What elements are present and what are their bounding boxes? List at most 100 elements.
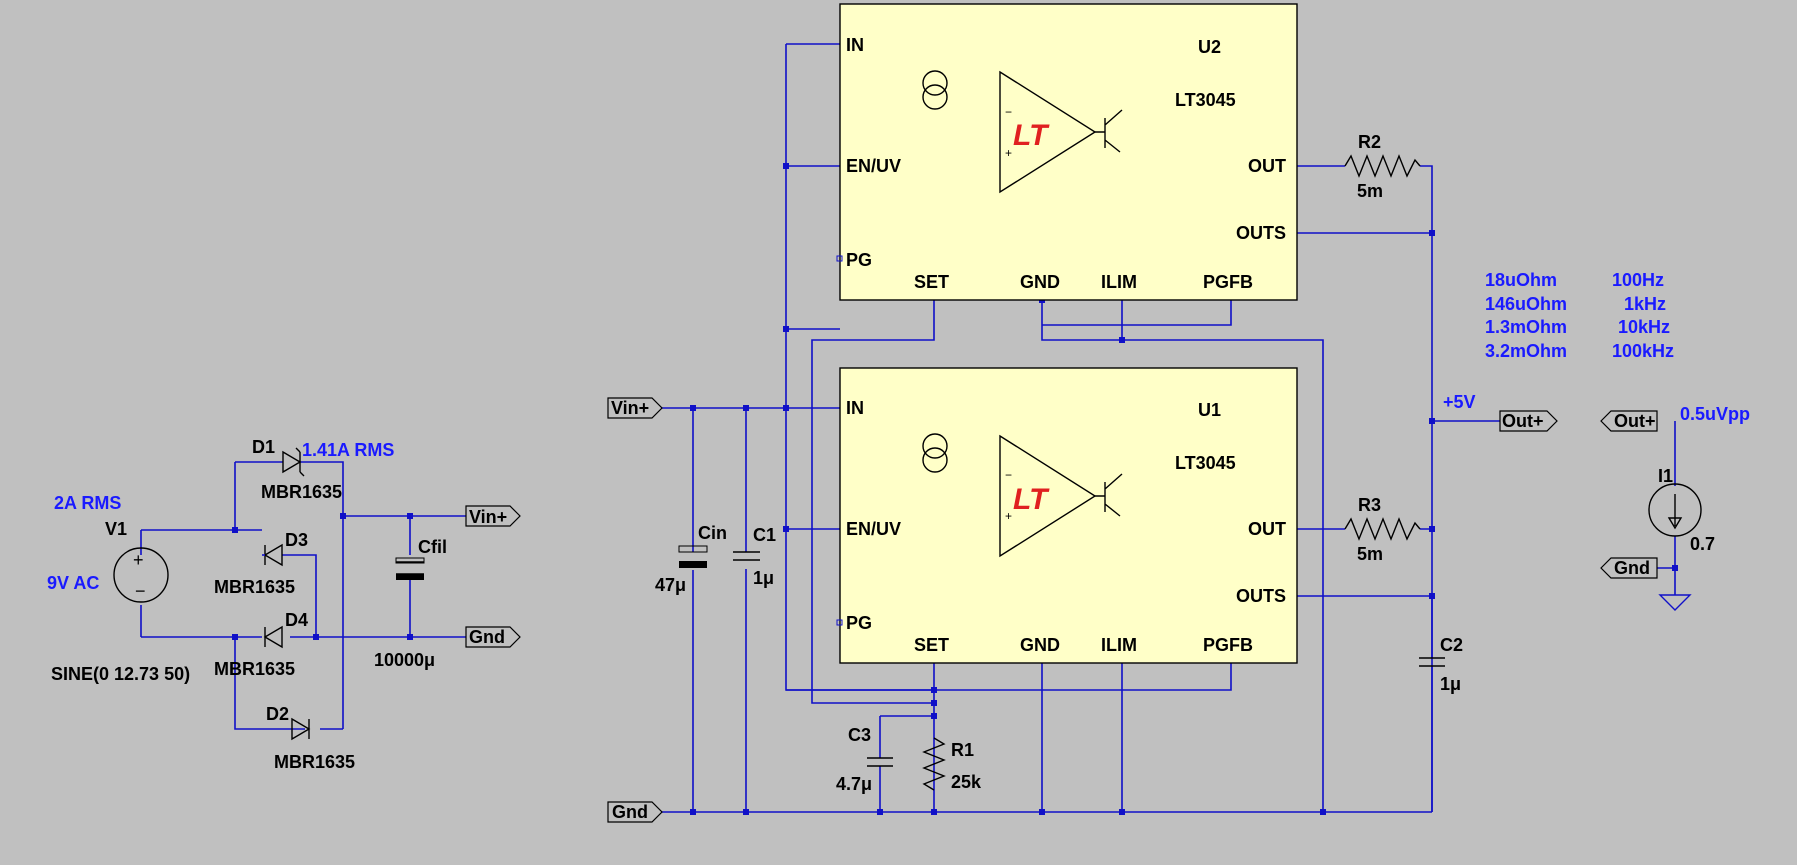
capacitor-c3[interactable]: C3 4.7μ <box>836 725 893 794</box>
diode-symbol <box>291 717 311 741</box>
ic-ref: U2 <box>1198 37 1221 57</box>
pin-outs-label: OUTS <box>1236 586 1286 606</box>
pin-pgfb-label: PGFB <box>1203 272 1253 292</box>
pin-en-label: EN/UV <box>846 519 901 539</box>
diode-d2[interactable]: D2 MBR1635 <box>266 704 355 772</box>
pin-in-label: IN <box>846 35 864 55</box>
current-source-symbol <box>922 70 948 110</box>
pin-out-label: OUT <box>1248 519 1286 539</box>
diode-part: MBR1635 <box>214 577 295 597</box>
cap-ref: Cfil <box>418 537 447 557</box>
resistor-ref: R3 <box>1358 495 1381 515</box>
impedance-row-2-f: 10kHz <box>1618 317 1670 337</box>
diode-part: MBR1635 <box>261 482 342 502</box>
svg-text:Vin+: Vin+ <box>611 398 649 418</box>
pin-pg-label: PG <box>846 250 872 270</box>
ground-symbol <box>1658 594 1692 611</box>
capacitor-c2[interactable]: C2 1μ <box>1419 635 1463 694</box>
diode-ref: D2 <box>266 704 289 724</box>
cap-ref: Cin <box>698 523 727 543</box>
source-label: 9V AC <box>47 573 99 593</box>
pin-en-label: EN/UV <box>846 156 901 176</box>
net-label-gnd-load: Gnd <box>1614 558 1650 578</box>
capacitor-cin[interactable]: Cin 47μ <box>655 523 727 595</box>
resistor-symbol <box>1344 154 1421 178</box>
resistor-value: 25k <box>951 772 982 792</box>
svg-text:+: + <box>133 550 144 570</box>
source-circle <box>113 547 169 603</box>
diode-ref: D1 <box>252 437 275 457</box>
diode-d1[interactable]: D1 1.41A RMS MBR1635 <box>252 437 394 502</box>
net-label-out[interactable]: Out+ <box>1499 410 1558 432</box>
source-spec: SINE(0 12.73 50) <box>51 664 190 684</box>
cap-ref: C1 <box>753 525 776 545</box>
source-ref: V1 <box>105 519 127 539</box>
impedance-row-1-f: 1kHz <box>1624 294 1666 314</box>
net-label-vin-left[interactable]: Vin+ <box>465 505 521 527</box>
pin-gnd-label: GND <box>1020 635 1060 655</box>
resistor-symbol <box>1344 517 1421 541</box>
net-label-gnd-left[interactable]: Gnd <box>465 626 521 648</box>
impedance-row-3-f: 100kHz <box>1612 341 1674 361</box>
pin-ilim-label: ILIM <box>1101 272 1137 292</box>
pass-transistor <box>1095 473 1123 517</box>
cap-ref: C3 <box>848 725 871 745</box>
ic-body <box>839 3 1298 301</box>
resistor-value: 5m <box>1357 544 1383 564</box>
diode-note: 1.41A RMS <box>302 440 394 460</box>
pin-in-label: IN <box>846 398 864 418</box>
diode-part: MBR1635 <box>274 752 355 772</box>
cap-ref: C2 <box>1440 635 1463 655</box>
diode-symbol <box>282 450 302 474</box>
net-label-vin-input[interactable]: Vin+ <box>607 397 663 419</box>
cap-value: 4.7μ <box>836 774 872 794</box>
source-amplitude: 2A RMS <box>54 493 121 513</box>
resistor-r1[interactable]: R1 25k <box>922 737 982 792</box>
pin-gnd-label: GND <box>1020 272 1060 292</box>
diode-d3[interactable]: D3 MBR1635 <box>214 530 308 597</box>
svg-text:Vin+: Vin+ <box>469 507 507 527</box>
cap-value: 1μ <box>1440 674 1461 694</box>
svg-text:−: − <box>135 581 146 601</box>
pin-ilim-label: ILIM <box>1101 635 1137 655</box>
impedance-row-2-z: 1.3mOhm <box>1485 317 1567 337</box>
pin-set-label: SET <box>914 635 949 655</box>
pin-set-label: SET <box>914 272 949 292</box>
resistor-r2[interactable]: R2 5m <box>1344 132 1421 201</box>
svg-text:+: + <box>1005 146 1012 160</box>
net-label-out-load: Out+ <box>1614 411 1656 431</box>
resistor-ref: R2 <box>1358 132 1381 152</box>
voltage-source-v1[interactable]: + − 2A RMS V1 9V AC SINE(0 12.73 50) <box>47 493 190 684</box>
impedance-table: 18uOhm 100Hz 146uOhm 1kHz 1.3mOhm 10kHz … <box>1485 270 1674 361</box>
capacitor-c1[interactable]: C1 1μ <box>733 525 776 588</box>
impedance-row-3-z: 3.2mOhm <box>1485 341 1567 361</box>
resistor-symbol <box>922 737 946 791</box>
regulator-u1[interactable]: − + LT IN EN/UV PG SET GND ILIM PGFB OUT… <box>836 367 1298 664</box>
impedance-row-0-z: 18uOhm <box>1485 270 1557 290</box>
svg-text:−: − <box>1005 468 1012 482</box>
net-5v-label: +5V <box>1443 392 1476 412</box>
cap-value: 1μ <box>753 568 774 588</box>
diode-d4[interactable]: D4 MBR1635 <box>214 610 308 679</box>
load-value: 0.7 <box>1690 534 1715 554</box>
diode-ref: D4 <box>285 610 308 630</box>
svg-text:−: − <box>1005 105 1012 119</box>
diode-ref: D3 <box>285 530 308 550</box>
capacitor-cfil[interactable]: Cfil 10000μ <box>374 537 447 670</box>
current-load-i1[interactable]: Out+ I1 0.7 0.5uVpp Gnd <box>1600 404 1750 611</box>
regulator-u2[interactable]: − + LT IN EN/UV PG SET GND ILIM PGFB OUT… <box>836 3 1298 301</box>
opamp-symbol <box>999 434 1097 558</box>
opamp-symbol <box>999 70 1097 194</box>
load-note: 0.5uVpp <box>1680 404 1750 424</box>
source-circle <box>1648 483 1702 537</box>
current-source-symbol <box>922 433 948 473</box>
net-label-gnd-input[interactable]: Gnd <box>607 801 663 823</box>
svg-text:Out+: Out+ <box>1502 411 1544 431</box>
resistor-r3[interactable]: R3 5m <box>1344 495 1421 564</box>
ic-part: LT3045 <box>1175 453 1236 473</box>
resistor-ref: R1 <box>951 740 974 760</box>
pin-out-label: OUT <box>1248 156 1286 176</box>
lt-logo: LT <box>1013 483 1050 516</box>
pin-pg-label: PG <box>846 613 872 633</box>
